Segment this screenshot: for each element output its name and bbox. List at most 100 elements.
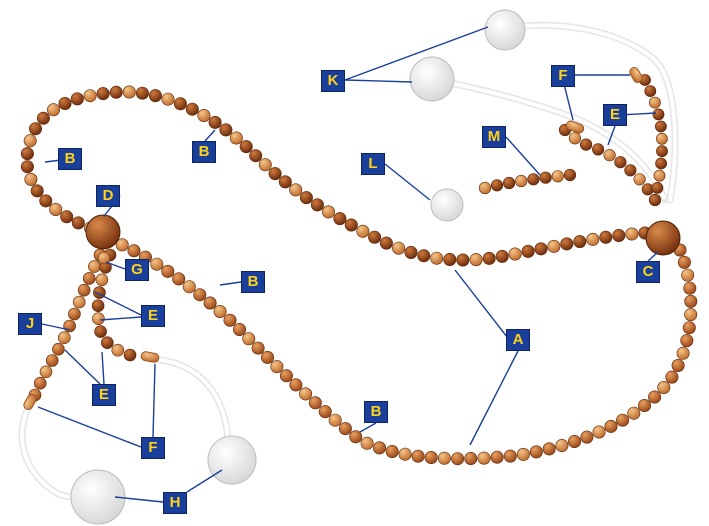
bead [616,413,630,427]
label-b-bottom: B [364,401,388,423]
bead [333,212,347,226]
bead [592,425,606,439]
bead [555,438,569,452]
bead [58,97,72,111]
bead [260,350,274,364]
main-strand-lower-path [110,240,691,459]
leader-h-right [186,469,223,493]
bead [46,103,60,117]
bead [603,149,616,162]
bead [58,331,71,345]
bead [680,334,694,348]
label-g: G [125,259,149,281]
bead [568,132,582,145]
bead [656,145,668,158]
bead [328,413,342,427]
leader-b-bottom [359,422,377,433]
bead [71,216,85,230]
bead [233,322,247,336]
bead [344,218,358,232]
bead [39,365,53,379]
bead [430,251,444,265]
bead [258,158,272,172]
bead [648,390,662,404]
leader-e-left-upper [94,291,142,316]
bead [563,168,577,182]
bead [356,224,370,238]
bead [655,157,667,170]
bead [172,272,186,286]
label-h: H [163,492,187,514]
leader-k-upper [344,26,489,81]
bead [219,123,233,137]
bead [627,406,641,420]
cord-top-braid [503,23,677,202]
bead [70,92,84,106]
label-b-top: B [192,141,216,163]
bead [683,281,697,295]
bead [49,203,63,217]
large-bead-d [85,214,121,250]
spacer-f-top [629,67,643,83]
leader-e-left-lower [99,316,142,321]
bead [360,436,374,450]
bead [161,92,175,106]
bead [270,360,284,374]
leader-g [105,261,126,270]
bead [92,312,105,326]
bead [424,450,438,464]
bead [20,160,34,174]
spacer-f-left [23,394,37,410]
bead [477,451,491,465]
bead [82,272,96,285]
bead [612,229,626,243]
bead [579,138,593,151]
bead [655,120,667,133]
bead [534,242,548,256]
bead [45,354,59,367]
bead [665,370,679,384]
bead [161,264,175,278]
bead [349,430,363,444]
bead [469,253,483,267]
bead [649,96,661,109]
label-e-left: E [141,305,165,327]
bead [625,227,639,241]
bead [379,236,393,250]
bead [657,380,671,394]
label-j: J [18,313,42,335]
label-b-left: B [58,148,82,170]
bead [599,230,613,244]
bead [203,296,217,310]
tassel-ball-h-right [207,435,257,485]
cord-mid [431,76,669,204]
label-l: L [361,153,385,175]
bead [299,387,313,401]
leader-a-lower [469,350,519,446]
bead [392,241,406,255]
bead [229,131,243,145]
bead [24,172,38,186]
bead [684,294,698,308]
spacer-f-mid [565,120,585,134]
bead [321,205,335,219]
bead [495,249,509,263]
bead [464,451,478,465]
label-b-mid: B [241,271,265,293]
leader-f-bottom-left [37,406,142,448]
leader-e-bottom-right [101,351,105,385]
bead [644,85,657,97]
tassel-ball-k-lower [409,56,455,102]
bead [451,452,465,466]
bead [671,358,685,372]
bead [652,108,665,121]
leader-e-bottom-left [64,349,101,385]
bead-g [97,251,111,265]
bead [72,295,86,309]
cord-mid-braid [433,78,667,202]
bead [148,89,162,103]
bead [411,449,425,463]
bead [60,210,74,224]
bead [310,198,324,212]
